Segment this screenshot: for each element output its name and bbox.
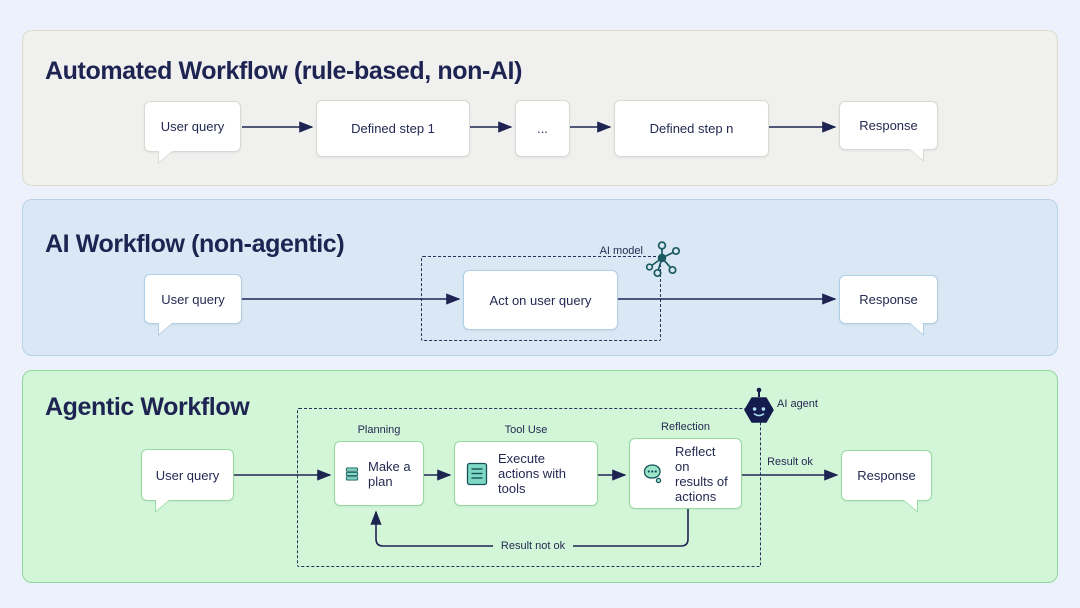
molecule-icon — [645, 241, 681, 278]
reflect-label: Reflect on results of actions — [675, 443, 728, 504]
result-not-ok-label: Result not ok — [500, 540, 566, 552]
panel-title-ai-workflow: AI Workflow (non-agentic) — [45, 230, 345, 258]
act-on-user-query-node: Act on user query — [463, 270, 618, 330]
act-on-user-query-label: Act on user query — [489, 292, 592, 308]
user-query-node: User query — [144, 101, 241, 164]
response-label: Response — [857, 468, 916, 483]
response-label: Response — [859, 118, 918, 133]
make-a-plan-node: Make a plan — [334, 441, 424, 506]
response-label: Response — [859, 292, 918, 307]
result-ok-label: Result ok — [767, 456, 813, 468]
ai-agent-boundary — [297, 408, 761, 567]
user-query-node: User query — [144, 274, 242, 336]
panel-title-agentic: Agentic Workflow — [45, 393, 250, 421]
defined-step-1-node: Defined step 1 — [316, 100, 470, 157]
ai-workflow-panel: AI Workflow (non-agentic) User query Act… — [22, 199, 1058, 356]
tool-use-label: Tool Use — [504, 424, 548, 436]
make-a-plan-label: Make a plan — [367, 458, 411, 489]
defined-step-1-label: Defined step 1 — [351, 121, 435, 136]
execute-actions-node: Execute actions with tools — [454, 441, 598, 506]
reflection-label: Reflection — [661, 421, 710, 433]
document-lines-icon — [466, 462, 488, 485]
user-query-label: User query — [161, 291, 225, 307]
defined-step-n-label: Defined step n — [649, 121, 734, 136]
reflect-node: Reflect on results of actions — [629, 438, 742, 509]
ellipsis-label: ... — [537, 121, 548, 136]
robot-hexagon-icon — [744, 387, 774, 423]
response-node: Response — [841, 450, 932, 513]
panel-title-automated: Automated Workflow (rule-based, non-AI) — [45, 57, 522, 85]
planning-label: Planning — [357, 424, 401, 436]
user-query-node: User query — [141, 449, 234, 513]
execute-actions-label: Execute actions with tools — [498, 451, 566, 496]
user-query-label: User query — [155, 467, 220, 483]
ellipsis-node: ... — [515, 100, 570, 157]
ai-model-label: AI model — [599, 245, 643, 257]
response-node: Response — [839, 275, 938, 336]
automated-workflow-panel: Automated Workflow (rule-based, non-AI) … — [22, 30, 1058, 186]
defined-step-n-node: Defined step n — [614, 100, 769, 157]
user-query-label: User query — [160, 119, 225, 134]
agentic-workflow-panel: Agentic Workflow User query Planning Mak… — [22, 370, 1058, 583]
stack-icon — [345, 467, 359, 480]
ai-agent-label: AI agent — [777, 398, 818, 410]
response-node: Response — [839, 101, 938, 162]
thought-bubble-icon — [643, 463, 662, 483]
